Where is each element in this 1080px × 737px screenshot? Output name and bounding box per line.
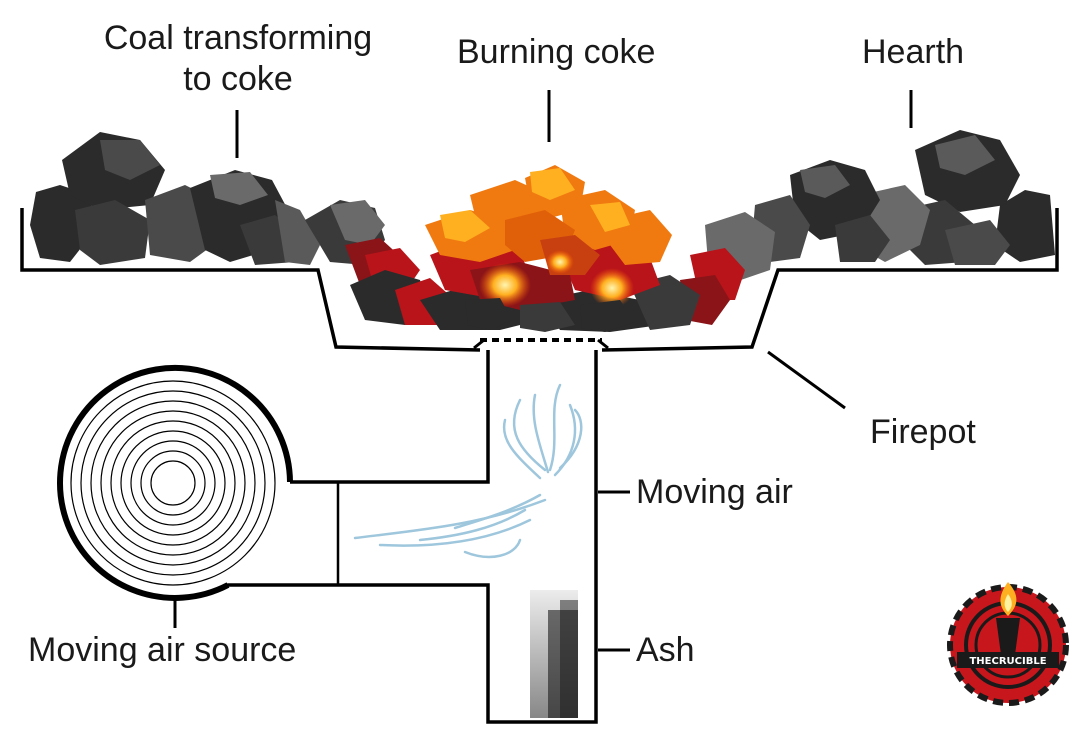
thecrucible-logo-icon: THECRUCIBLE bbox=[947, 582, 1069, 706]
label-coal-line2: to coke bbox=[183, 59, 293, 98]
label-coal-line1: Coal transforming bbox=[103, 19, 373, 57]
leader-firepot bbox=[767, 350, 846, 410]
label-ash: Ash bbox=[636, 631, 695, 669]
hearth-outline bbox=[20, 208, 1059, 352]
label-hearth: Hearth bbox=[862, 33, 965, 71]
label-moving-air: Moving air bbox=[636, 473, 793, 511]
coal-pile-right bbox=[680, 130, 1055, 325]
blower-icon bbox=[57, 364, 293, 601]
label-moving-air-source: Moving air source bbox=[28, 631, 297, 669]
label-coal-transforming: Coal transforming to coke bbox=[88, 18, 388, 100]
logo-text: THECRUCIBLE bbox=[969, 656, 1046, 667]
label-burning-coke: Burning coke bbox=[457, 33, 656, 71]
label-firepot: Firepot bbox=[870, 413, 976, 451]
ash-icon bbox=[530, 590, 578, 718]
coal-pile-left bbox=[30, 132, 420, 292]
air-flow-icon bbox=[353, 383, 583, 559]
burning-coke-icon bbox=[350, 165, 700, 332]
